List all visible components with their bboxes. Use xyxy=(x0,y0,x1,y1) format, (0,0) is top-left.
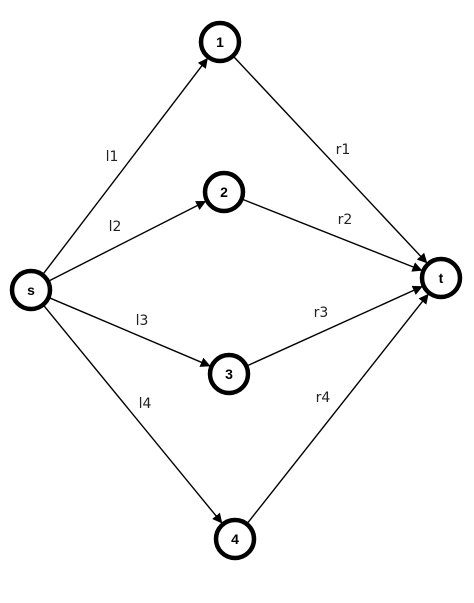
node-1: 1 xyxy=(198,20,242,64)
edge-labels-layer: l1 l2 l3 l4 r1 r2 r3 r4 xyxy=(106,142,353,412)
edge-s-2 xyxy=(48,200,207,282)
node-circle-3 xyxy=(207,352,251,396)
edge-1-t xyxy=(233,56,428,264)
node-s: s xyxy=(9,268,53,312)
edge-label-s-2: l2 xyxy=(109,219,122,235)
edge-label-4-t: r4 xyxy=(316,390,331,406)
node-label-3: 3 xyxy=(225,366,233,382)
edge-label-s-3: l3 xyxy=(136,313,149,329)
edge-label-1-t: r1 xyxy=(336,142,351,158)
edge-label-3-t: r3 xyxy=(314,305,329,321)
node-4: 4 xyxy=(213,517,257,561)
node-label-s: s xyxy=(27,282,35,298)
node-label-t: t xyxy=(439,270,444,286)
node-label-4: 4 xyxy=(231,531,239,547)
node-3: 3 xyxy=(207,352,251,396)
node-circle-1 xyxy=(198,20,242,64)
edge-label-s-4: l4 xyxy=(139,396,152,412)
edge-label-2-t: r2 xyxy=(338,212,353,228)
edge-label-s-1: l1 xyxy=(106,149,119,165)
node-label-2: 2 xyxy=(220,184,228,200)
edge-s-4 xyxy=(43,305,223,524)
edges-layer xyxy=(42,56,429,524)
edge-3-t xyxy=(246,285,423,367)
node-t: t xyxy=(419,256,463,300)
node-circle-t xyxy=(419,256,463,300)
node-circle-s xyxy=(9,268,53,312)
edge-s-1 xyxy=(42,57,208,275)
edge-2-t xyxy=(242,198,423,272)
node-circle-4 xyxy=(213,517,257,561)
node-2: 2 xyxy=(202,170,246,214)
node-label-1: 1 xyxy=(216,34,224,50)
edge-4-t xyxy=(246,293,429,524)
nodes-layer: s 1 2 3 4 t xyxy=(9,20,463,561)
edge-s-3 xyxy=(49,297,211,367)
node-circle-2 xyxy=(202,170,246,214)
